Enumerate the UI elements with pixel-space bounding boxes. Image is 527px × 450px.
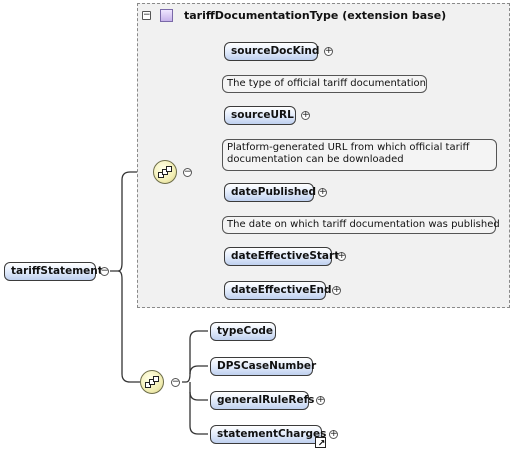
root-element-tariffStatement[interactable]: tariffStatement — [4, 262, 103, 281]
doc-datePublished: The date on which tariff documentation w… — [222, 216, 500, 234]
complex-type-icon — [160, 9, 173, 22]
expand-dateEffectiveStart-button[interactable]: + — [337, 251, 346, 261]
element-DPSCaseNumber[interactable]: DPSCaseNumber — [210, 357, 316, 376]
root-collapse-button[interactable]: − — [100, 266, 109, 276]
element-sourceDocKind[interactable]: sourceDocKind — [224, 42, 319, 61]
element-dateEffectiveStart[interactable]: dateEffectiveStart — [224, 247, 339, 266]
sequence-lower-collapse-button[interactable]: − — [171, 377, 180, 387]
expand-generalRuleRefs-button[interactable]: + — [316, 395, 325, 405]
element-generalRuleRefs[interactable]: generalRuleRefs — [210, 391, 314, 410]
expand-sourceURL-button[interactable]: + — [301, 110, 310, 120]
element-typeCode[interactable]: typeCode — [210, 322, 276, 341]
element-datePublished[interactable]: datePublished — [224, 183, 316, 202]
sequence-compositor-icon[interactable] — [153, 160, 177, 184]
sequence-glyph-icon — [158, 166, 172, 178]
expand-dateEffectiveEnd-button[interactable]: + — [332, 285, 341, 295]
expand-datePublished-button[interactable]: + — [318, 187, 327, 197]
reference-arrow-icon: ↗ — [317, 439, 326, 449]
sequence-compositor-icon[interactable] — [140, 370, 164, 394]
sequence-upper-collapse-button[interactable]: − — [183, 167, 192, 177]
doc-sourceDocKind: The type of official tariff documentatio… — [222, 75, 427, 93]
sequence-glyph-icon — [145, 376, 159, 388]
extension-title: tariffDocumentationType (extension base) — [184, 9, 447, 22]
element-statementCharges[interactable]: statementCharges — [210, 425, 326, 448]
doc-sourceURL: Platform-generated URL from which offici… — [222, 139, 497, 171]
element-dateEffectiveEnd[interactable]: dateEffectiveEnd — [224, 281, 332, 300]
element-sourceURL[interactable]: sourceURL — [224, 106, 296, 125]
expand-sourceDocKind-button[interactable]: + — [324, 46, 333, 56]
extension-collapse-button[interactable]: − — [142, 10, 151, 20]
expand-statementCharges-button[interactable]: + — [329, 429, 338, 439]
